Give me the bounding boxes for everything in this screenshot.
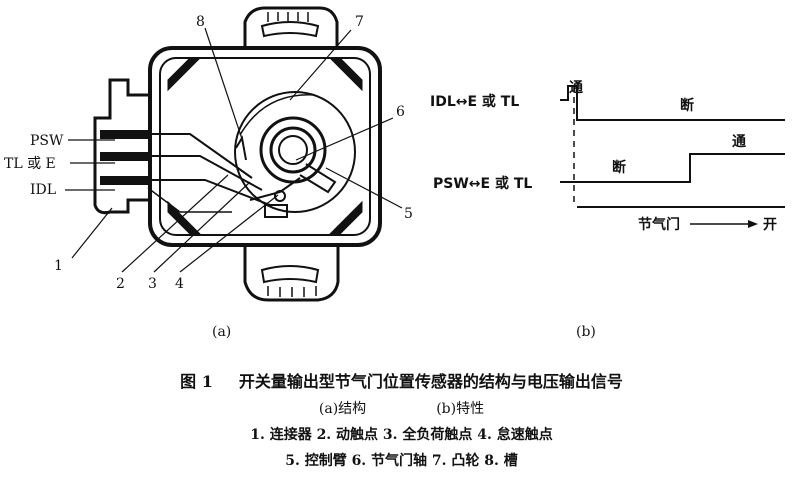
panel-label-a: (a) (212, 324, 231, 340)
callout-7: 7 (355, 14, 364, 30)
psw-signal-label: PSW↔E 或 TL (433, 175, 532, 192)
callout-3: 3 (148, 276, 157, 292)
callout-leaders (65, 27, 403, 273)
callout-1: 1 (54, 258, 63, 274)
idl-signal-label: IDL↔E 或 TL (430, 93, 519, 110)
figure-subcaptions: (a)结构 (b)特性 (0, 398, 803, 418)
legend-line-2: 5. 控制臂 6. 节气门轴 7. 凸轮 8. 槽 (285, 453, 518, 469)
sensor-structure-drawing (93, 6, 382, 302)
psw-off-label: 断 (612, 159, 626, 176)
idl-on-label: 通 (569, 80, 583, 96)
callout-6: 6 (396, 104, 405, 120)
callout-2: 2 (116, 276, 125, 292)
throttle-axis-end: 开 (763, 217, 777, 233)
wire-label-tl: TL 或 E (4, 156, 56, 172)
panel-label-b: (b) (576, 324, 596, 340)
legend-line-1: 1. 连接器 2. 动触点 3. 全负荷触点 4. 怠速触点 (250, 427, 553, 443)
throttle-axis-label: 节气门 (638, 216, 680, 233)
subcaption-a: (a)结构 (318, 401, 367, 417)
subcaption-b: (b)特性 (436, 401, 485, 417)
callout-4: 4 (175, 276, 184, 292)
figure-caption-title: 图 1 开关量输出型节气门位置传感器的结构与电压输出信号 (0, 368, 803, 392)
callout-5: 5 (404, 206, 413, 222)
characteristic-waveforms (560, 85, 785, 228)
wire-label-idl: IDL (30, 182, 56, 198)
psw-on-label: 通 (732, 134, 746, 150)
figure-number: 图 1 (180, 372, 213, 391)
figure-title: 开关量输出型节气门位置传感器的结构与电压输出信号 (238, 372, 623, 391)
idl-off-label: 断 (680, 97, 694, 114)
callout-8: 8 (196, 14, 205, 30)
wire-label-psw: PSW (30, 133, 64, 149)
